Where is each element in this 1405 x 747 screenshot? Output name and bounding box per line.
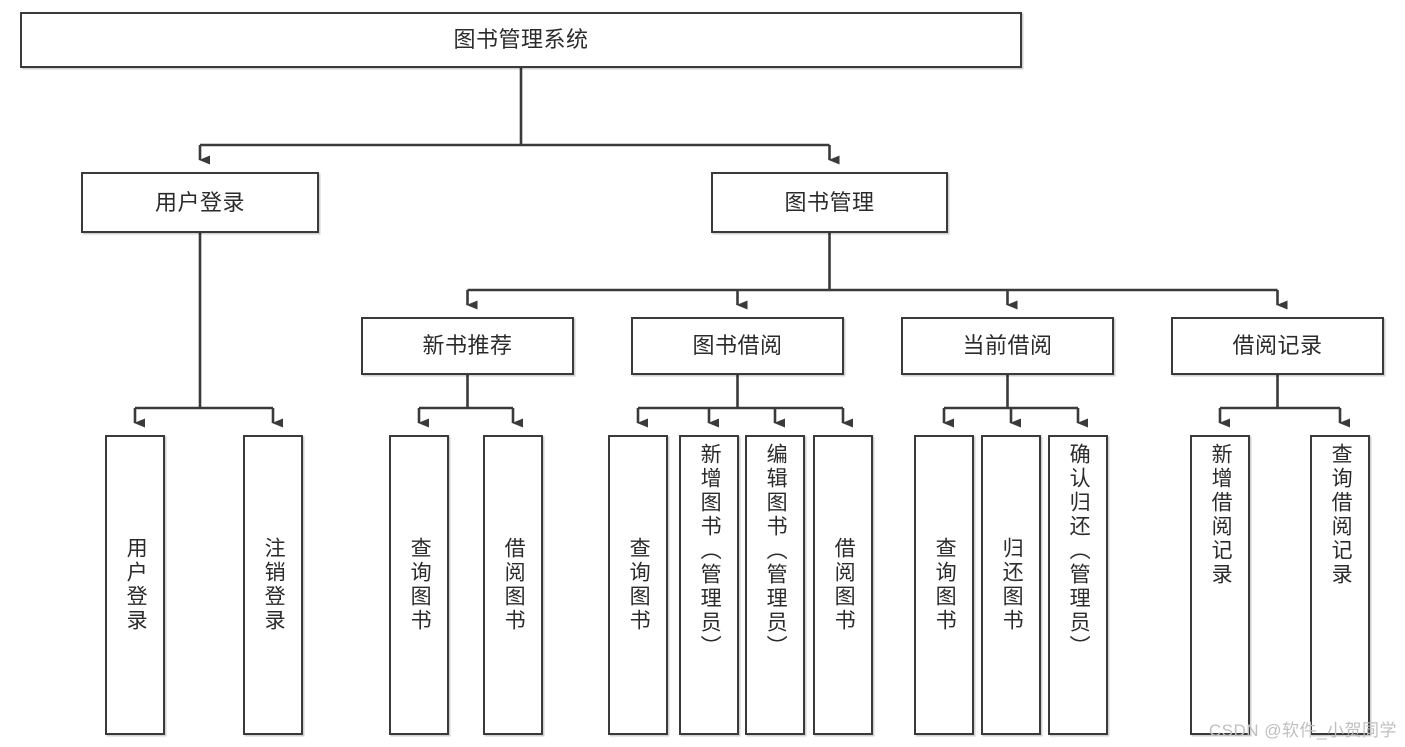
node-leaf-query-book-3[interactable]: 查询图书: [914, 435, 974, 735]
node-label: 新书推荐: [422, 333, 513, 359]
node-label: 确认归还（管理员）: [1067, 443, 1091, 659]
node-label: 图书借阅: [692, 333, 783, 359]
node-label: 查询借阅记录: [1329, 443, 1353, 587]
node-leaf-confirm-return[interactable]: 确认归还（管理员）: [1048, 435, 1108, 735]
node-label: 图书管理: [784, 189, 875, 215]
node-label: 新增图书（管理员）: [698, 443, 722, 659]
node-leaf-query-book-1[interactable]: 查询图书: [389, 435, 449, 735]
node-leaf-borrow-book-1[interactable]: 借阅图书: [483, 435, 543, 735]
watermark: CSDN @软件_小贺同学: [1208, 721, 1397, 740]
node-leaf-add-book[interactable]: 新增图书（管理员）: [679, 435, 739, 735]
node-borrow-record[interactable]: 借阅记录: [1171, 317, 1384, 375]
node-label: 查询图书: [933, 537, 957, 633]
node-leaf-return-book[interactable]: 归还图书: [981, 435, 1041, 735]
node-new-book-rec[interactable]: 新书推荐: [361, 317, 574, 375]
node-leaf-edit-book[interactable]: 编辑图书（管理员）: [745, 435, 805, 735]
node-leaf-user-logout[interactable]: 注销登录: [243, 435, 303, 735]
node-label: 查询图书: [627, 537, 651, 633]
node-label: 注销登录: [262, 537, 286, 633]
node-label: 查询图书: [408, 537, 432, 633]
node-book-borrow[interactable]: 图书借阅: [631, 317, 844, 375]
node-leaf-user-login[interactable]: 用户登录: [105, 435, 165, 735]
node-label: 编辑图书（管理员）: [764, 443, 788, 659]
node-root[interactable]: 图书管理系统: [20, 12, 1022, 68]
node-label: 用户登录: [124, 537, 148, 633]
node-label: 借阅图书: [502, 537, 526, 633]
node-label: 归还图书: [1000, 537, 1024, 633]
node-leaf-query-book-2[interactable]: 查询图书: [608, 435, 668, 735]
node-user-login[interactable]: 用户登录: [81, 172, 319, 233]
node-label: 用户登录: [154, 189, 245, 215]
node-book-manage[interactable]: 图书管理: [711, 172, 948, 233]
node-leaf-borrow-book-2[interactable]: 借阅图书: [813, 435, 873, 735]
node-label: 借阅记录: [1232, 333, 1323, 359]
node-label: 新增借阅记录: [1209, 443, 1233, 587]
node-leaf-add-record[interactable]: 新增借阅记录: [1190, 435, 1250, 735]
node-leaf-query-record[interactable]: 查询借阅记录: [1310, 435, 1370, 735]
node-label: 当前借阅: [962, 333, 1053, 359]
node-current-borrow[interactable]: 当前借阅: [901, 317, 1114, 375]
node-label: 借阅图书: [832, 537, 856, 633]
node-label: 图书管理系统: [453, 27, 589, 53]
